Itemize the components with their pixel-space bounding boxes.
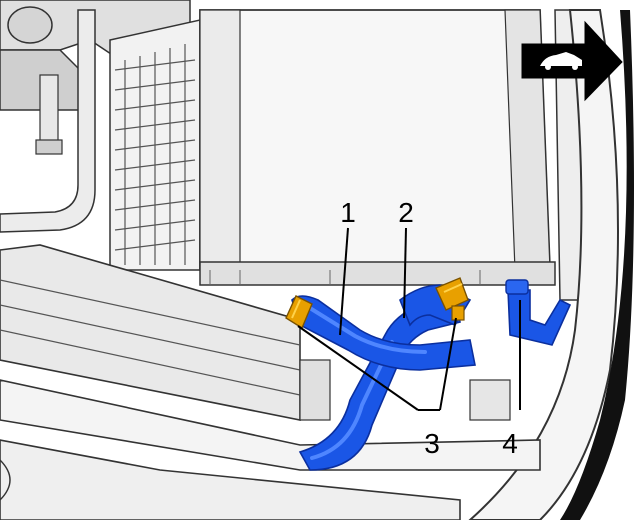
callout-4: 4 [502,428,518,459]
callout-2: 2 [398,197,414,228]
hose-connector-right [507,289,572,346]
hose-clamp-left [285,295,313,330]
leader-lines [297,227,521,411]
grid-cooler [109,19,201,271]
hose-2-lower-section [298,299,461,471]
leader-line-2 [403,227,407,319]
leader-line-3a [297,325,419,411]
car-direction-arrow-icon [521,20,623,102]
hose-1 [291,295,476,371]
leader-line-3b [439,317,457,411]
hose-clamp-right [435,277,469,321]
coolant-hose-assembly [285,277,572,471]
connector-fitting [505,279,529,295]
lower-crossmember [0,244,541,520]
leader-line-1 [339,227,349,336]
radiator-module [199,9,556,286]
left-coolant-pipe [0,9,96,233]
callout-1: 1 [340,197,356,228]
right-body-frame [468,9,634,520]
callout-3: 3 [424,428,440,459]
